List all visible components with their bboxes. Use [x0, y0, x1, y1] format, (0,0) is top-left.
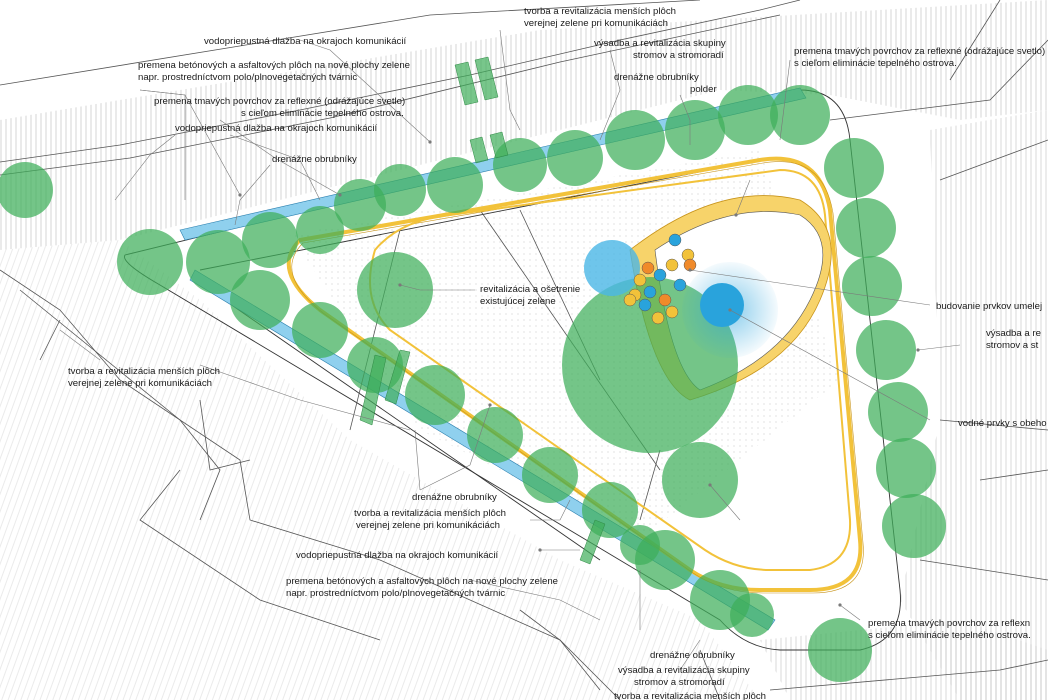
label-drain-curbs-top: drenážne obrubníky: [272, 154, 357, 165]
seating-icon: [643, 285, 657, 299]
label-reflective-top-1: premena tmavých povrchov za reflexné (od…: [154, 96, 405, 107]
label-existing-green-2: existujúcej zelene: [480, 296, 556, 307]
tree-canopy-icon: [842, 256, 902, 316]
seating-icon: [651, 311, 665, 325]
seating-icon: [668, 233, 682, 247]
tree-canopy-icon: [718, 85, 778, 145]
tree-canopy-icon: [665, 100, 725, 160]
label-permeable-paving-top: vodopriepustná dlažba na okrajoch komuni…: [204, 36, 406, 47]
tree-canopy-icon: [824, 138, 884, 198]
water-element-icon: [700, 283, 744, 327]
label-reflective-bottom-1: premena tmavých povrchov za reflexn: [868, 618, 1030, 629]
tree-canopy-icon: [296, 206, 344, 254]
tree-canopy-icon: [230, 270, 290, 330]
tree-canopy-icon: [868, 382, 928, 442]
tree-canopy-icon: [522, 447, 578, 503]
tree-canopy-icon: [0, 162, 53, 218]
label-small-green-top-2: verejnej zelene pri komunikáciách: [524, 18, 668, 29]
label-water: vodné prvky s obeho: [958, 418, 1047, 429]
seating-icon: [653, 268, 667, 282]
label-planting-right-1: výsadba a re: [986, 328, 1041, 339]
tree-canopy-icon: [334, 179, 386, 231]
label-small-green-left-1: tvorba a revitalizácia menších plôch: [68, 366, 220, 377]
label-drain-polder-2: polder: [690, 84, 717, 95]
tree-canopy-icon: [836, 198, 896, 258]
tree-canopy-icon: [117, 229, 183, 295]
label-reflective-right-2: s cieľom eliminácie tepelného ostrova.: [794, 58, 957, 69]
tree-canopy-icon: [856, 320, 916, 380]
seating-icon: [641, 261, 655, 275]
tree-canopy-icon: [605, 110, 665, 170]
seating-icon: [638, 298, 652, 312]
tree-canopy-icon: [186, 230, 250, 294]
tree-canopy-icon: [730, 593, 774, 637]
label-small-green-bottom-center: tvorba a revitalizácia menších plôch: [614, 691, 766, 700]
plan-labels: vodopriepustná dlažba na okrajoch komuni…: [68, 6, 1047, 700]
tree-canopy-icon: [770, 85, 830, 145]
label-reflective-right-1: premena tmavých povrchov za reflexné (od…: [794, 46, 1045, 57]
tree-canopy-icon: [876, 438, 936, 498]
seating-icon: [623, 293, 637, 307]
label-concrete-bottom-1: premena betónových a asfaltových plôch n…: [286, 576, 558, 587]
label-drain-curbs-bottom: drenážne obrubníky: [412, 492, 497, 503]
label-drain-polder-1: drenážne obrubníky: [614, 72, 699, 83]
seating-icon: [633, 273, 647, 287]
seating-cluster: [623, 233, 697, 325]
tree-canopy-icon: [882, 494, 946, 558]
label-reflective-top-2: s cieľom eliminácie tepelného ostrova.: [241, 108, 404, 119]
label-drain-curbs-bottom-center: drenážne obrubníky: [650, 650, 735, 661]
label-reflective-bottom-2: s cieľom eliminácie tepelného ostrova.: [868, 630, 1031, 641]
label-concrete-top-1: premena betónových a asfaltových plôch n…: [138, 60, 410, 71]
tree-canopy-icon: [662, 442, 738, 518]
tree-canopy-icon: [427, 157, 483, 213]
label-planting-bottom-1: výsadba a revitalizácia skupiny: [618, 665, 750, 676]
tree-canopy-icon: [620, 525, 660, 565]
label-permeable-paving-top-2: vodopriepustná dlažba na okrajoch komuni…: [175, 123, 377, 134]
label-planting-bottom-2: stromov a stromoradí: [634, 677, 725, 688]
seating-icon: [665, 258, 679, 272]
leader-lines: [59, 29, 961, 671]
label-small-green-bottom-2: verejnej zelene pri komunikáciách: [356, 520, 500, 531]
tree-canopy-icon: [808, 618, 872, 682]
label-concrete-bottom-2: napr. prostredníctvom polo/plnovegetačný…: [286, 588, 505, 599]
label-concrete-top-2: napr. prostredníctvom polo/plnovegetačný…: [138, 72, 357, 83]
tree-canopy-icon: [357, 252, 433, 328]
small-green-strips: [359, 56, 606, 565]
label-artificial: budovanie prvkov umelej: [936, 301, 1042, 312]
seating-icon: [658, 293, 672, 307]
label-small-green-bottom-1: tvorba a revitalizácia menších plôch: [354, 508, 506, 519]
label-permeable-paving-bottom: vodopriepustná dlažba na okrajoch komuni…: [296, 550, 498, 561]
tree-canopy-icon: [547, 130, 603, 186]
label-planting-top-2: stromov a stromoradí: [633, 50, 724, 61]
tree-canopy-icon: [292, 302, 348, 358]
label-planting-right-2: stromov a st: [986, 340, 1039, 351]
tree-canopy-icon: [467, 407, 523, 463]
label-planting-top-1: výsadba a revitalizácia skupiny: [594, 38, 726, 49]
seating-icon: [673, 278, 687, 292]
tree-canopy-icon: [374, 164, 426, 216]
label-small-green-top-1: tvorba a revitalizácia menších plôch: [524, 6, 676, 17]
seating-icon: [665, 305, 679, 319]
label-existing-green-1: revitalizácia a ošetrenie: [480, 284, 580, 295]
tree-canopy-icon: [242, 212, 298, 268]
water-element-icon: [584, 240, 640, 296]
tree-canopy-icon: [405, 365, 465, 425]
label-small-green-left-2: verejnej zelene pri komunikáciách: [68, 378, 212, 389]
